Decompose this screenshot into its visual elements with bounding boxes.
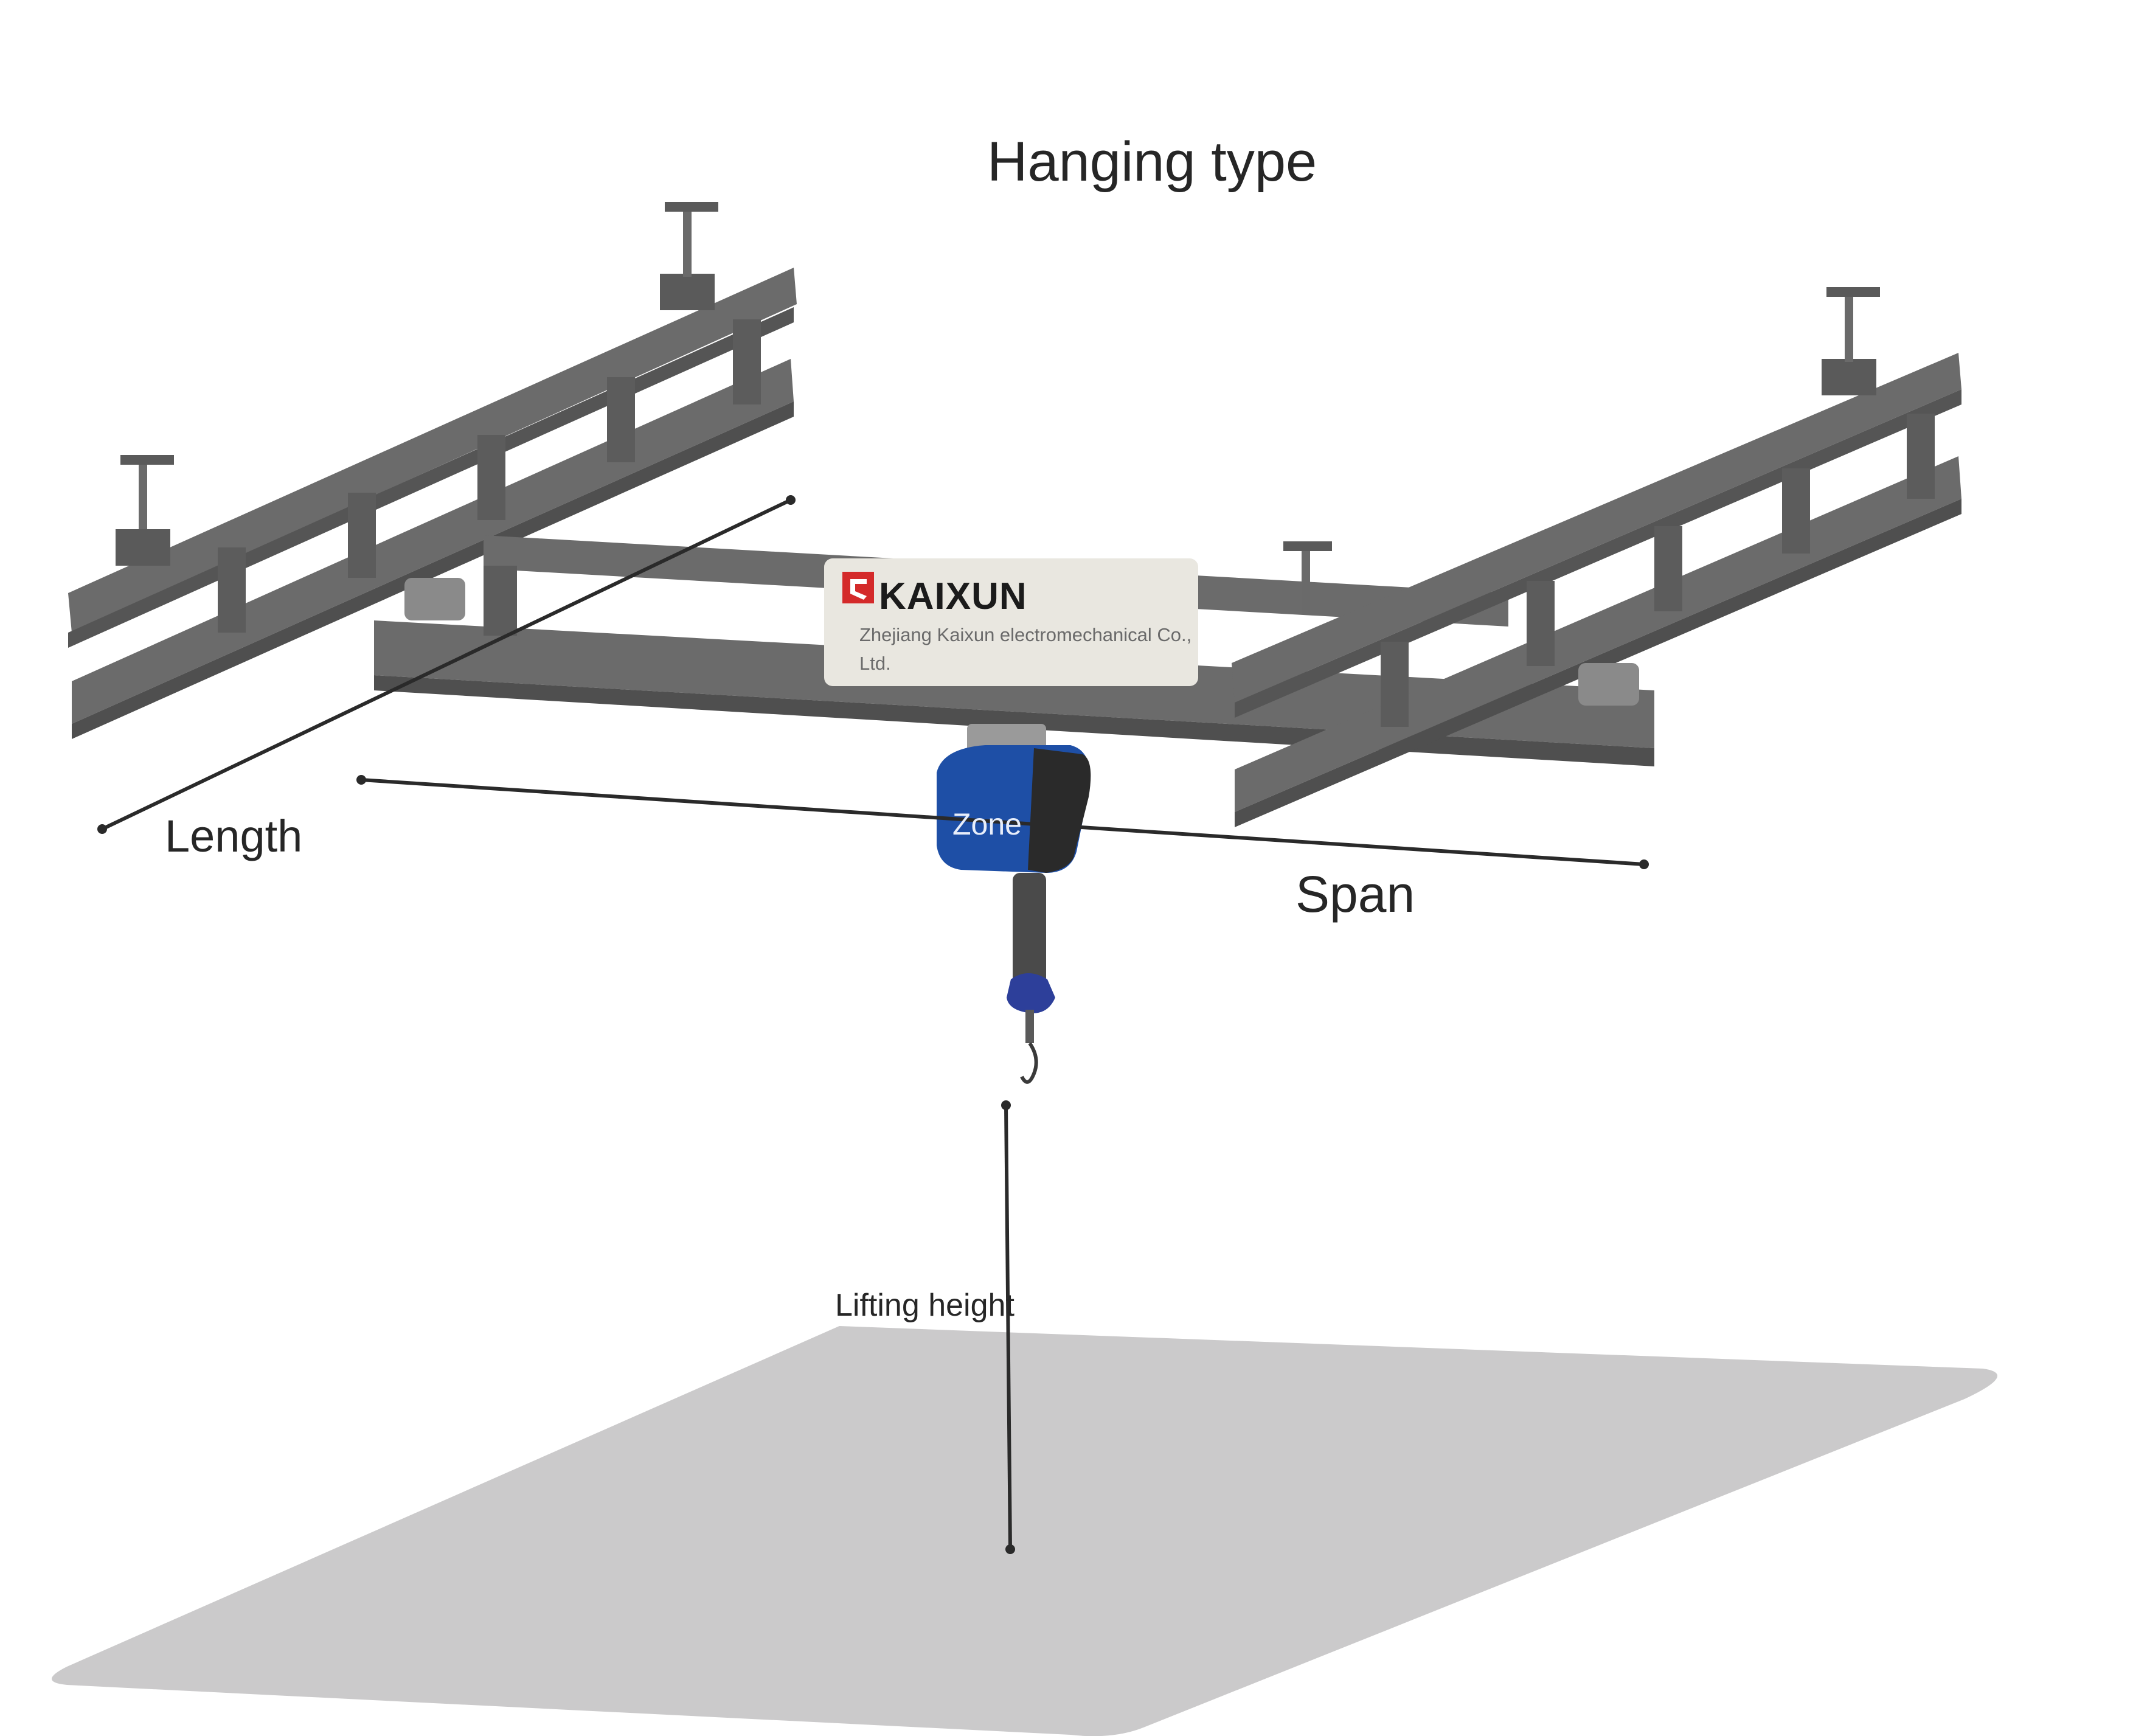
hoist-unit xyxy=(937,724,1091,1084)
company-name: Zhejiang Kaixun electromechanical Co., L… xyxy=(859,624,1192,674)
length-dimension-line xyxy=(97,495,796,834)
hoist-label: Zone xyxy=(952,807,1022,841)
span-dimension-line xyxy=(356,775,1649,869)
length-label: Length xyxy=(165,811,303,861)
lifting-height-dimension-line xyxy=(1001,1100,1015,1554)
nameplate xyxy=(824,558,1198,686)
right-runway-rail xyxy=(1232,287,1961,827)
lifting-height-label: Lifting height xyxy=(835,1288,1014,1323)
left-runway-rail xyxy=(68,202,797,739)
brand-logo-mark xyxy=(842,572,874,603)
diagram-title: Hanging type xyxy=(987,131,1317,193)
floor-area xyxy=(52,1326,1997,1736)
span-label: Span xyxy=(1295,866,1415,923)
brand-name: KAIXUN xyxy=(879,575,1027,617)
